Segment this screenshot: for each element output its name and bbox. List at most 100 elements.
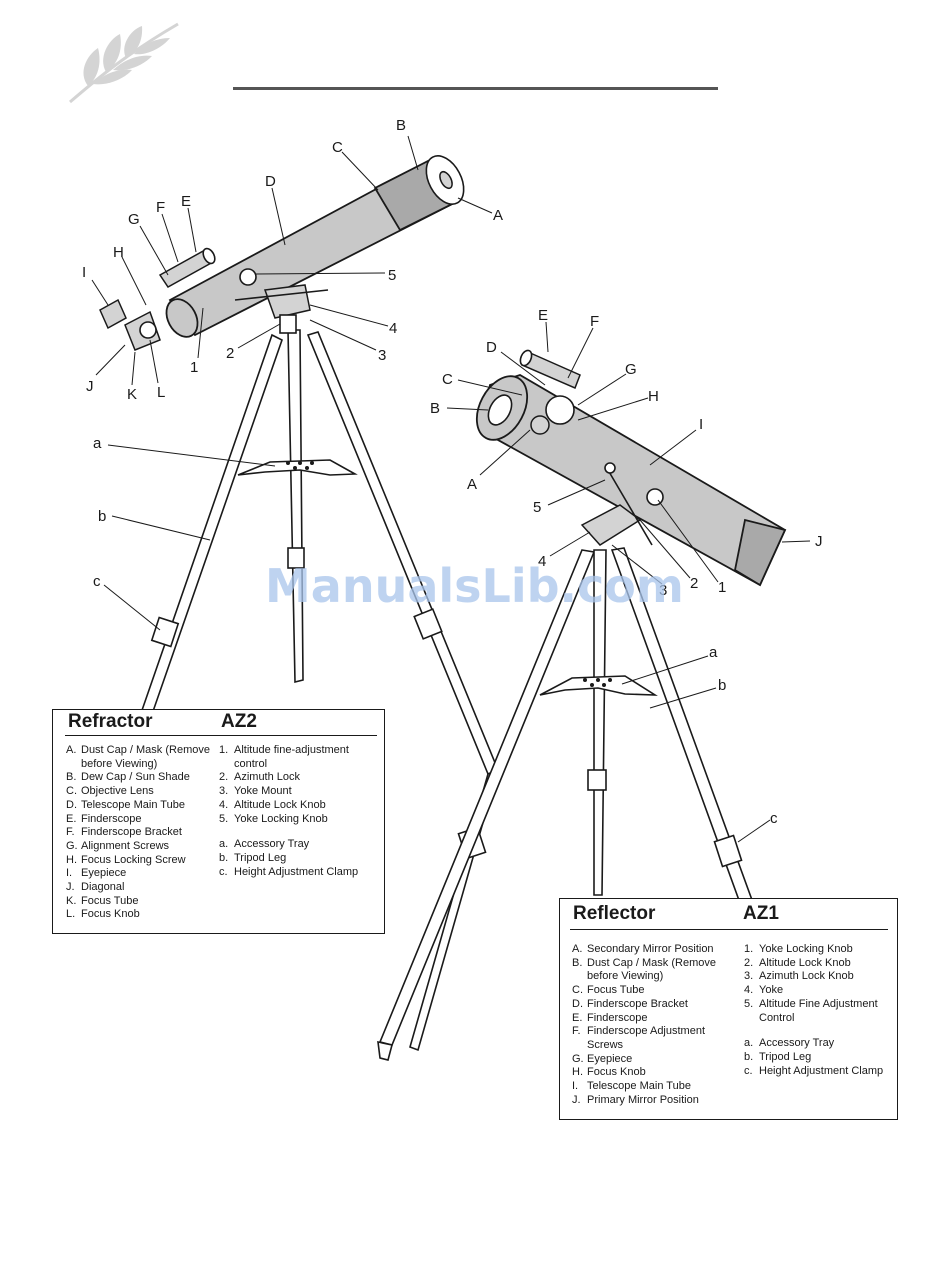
legend-key: J. xyxy=(66,881,75,894)
callout-reflector-H: H xyxy=(648,388,659,405)
legend-key: I. xyxy=(572,1080,579,1093)
legend-text: Focus Tube xyxy=(587,984,645,997)
callout-reflector-A: A xyxy=(467,476,477,493)
legend-key: F. xyxy=(572,1025,581,1038)
reflector-telescope xyxy=(475,349,787,587)
reflector-model: AZ1 xyxy=(743,903,779,924)
refractor-parts-item: J. Diagonal xyxy=(66,881,216,895)
legend-text: Altitude fine-adjustment control xyxy=(234,744,349,770)
reflector-parts-item: E.Finderscope xyxy=(572,1012,740,1026)
refractor-telescope xyxy=(99,155,465,351)
legend-key: G. xyxy=(66,839,78,852)
legend-text: Telescope Main Tube xyxy=(81,798,185,811)
legend-key: D. xyxy=(66,798,77,811)
refractor-model: AZ2 xyxy=(221,711,257,732)
refractor-mount-item: 4.Altitude Lock Knob xyxy=(219,799,374,813)
refractor-parts-item: E.Finderscope xyxy=(66,813,216,827)
refractor-title: Refractor xyxy=(68,711,153,732)
callout-reflector-b: b xyxy=(718,677,726,694)
reflector-tripod xyxy=(377,547,754,1061)
callout-refractor-B: B xyxy=(396,117,406,134)
legend-text: Alignment Screws xyxy=(81,839,170,852)
legend-key: 1. xyxy=(219,744,229,756)
legend-key: 5. xyxy=(744,997,754,1010)
callout-reflector-D: D xyxy=(486,339,497,356)
legend-key: c. xyxy=(219,865,228,878)
reflector-eyepiece xyxy=(545,395,575,425)
legend-key: 2. xyxy=(744,956,754,969)
legend-key: 3. xyxy=(219,785,229,798)
refractor-parts-item: I.Eyepiece xyxy=(66,867,216,881)
legend-text: Primary Mirror Position xyxy=(587,1093,699,1106)
legend-text: Eyepiece xyxy=(81,867,127,880)
legend-text: Yoke xyxy=(759,984,784,997)
legend-key: a. xyxy=(744,1037,754,1050)
callout-reflector-5: 5 xyxy=(533,499,541,516)
callout-refractor-1: 1 xyxy=(190,359,198,376)
refractor-mount-item: 2.Azimuth Lock xyxy=(219,771,374,785)
refractor-mount-item: 1. Altitude fine-adjustment control xyxy=(219,744,374,771)
leaf-branch-icon xyxy=(69,22,179,104)
legend-text: Yoke Locking Knob xyxy=(234,812,328,825)
legend-key: b. xyxy=(744,1050,754,1063)
legend-key: H. xyxy=(66,853,77,866)
refractor-leg-center xyxy=(287,329,304,684)
legend-key: E. xyxy=(572,1011,583,1024)
refractor-callouts: A B C D E F G H I J K L 1 2 3 4 5 a b c xyxy=(82,117,503,590)
legend-key: H. xyxy=(572,1066,583,1079)
legend-key: F. xyxy=(66,826,75,839)
refractor-parts-item: K.Focus Tube xyxy=(66,895,216,909)
legend-key: D. xyxy=(572,997,583,1010)
legend-text: Height Adjustment Clamp xyxy=(759,1064,884,1077)
callout-reflector-B: B xyxy=(430,400,440,417)
refractor-leaders xyxy=(91,135,493,631)
header-rule xyxy=(233,87,718,90)
legend-key: 4. xyxy=(744,984,754,997)
refractor-parts-item: F.Finderscope Bracket xyxy=(66,826,216,840)
refractor-yoke xyxy=(263,284,311,319)
callout-refractor-L: L xyxy=(157,384,165,401)
reflector-leaders xyxy=(446,321,811,843)
legend-key: b. xyxy=(219,851,229,864)
callout-refractor-I: I xyxy=(82,264,86,281)
legend-text: Height Adjustment Clamp xyxy=(234,865,359,878)
legend-key: K. xyxy=(66,894,77,907)
callout-refractor-E: E xyxy=(181,193,191,210)
reflector-tripod-item: a. Accessory Tray xyxy=(744,1037,892,1051)
legend-text: Finderscope xyxy=(81,812,142,825)
reflector-legend: Reflector AZ1 A.Secondary Mirror Positio… xyxy=(559,898,898,1120)
legend-key: L. xyxy=(66,908,76,921)
legend-key: a. xyxy=(219,838,229,851)
legend-text: Azimuth Lock Knob xyxy=(759,970,854,983)
refractor-tripod-item: a.Accessory Tray xyxy=(219,838,374,852)
refractor-tripod-item: b.Tripod Leg xyxy=(219,852,374,866)
callout-refractor-C: C xyxy=(332,139,343,156)
reflector-mount-item: 1.Yoke Locking Knob xyxy=(744,943,892,957)
callout-refractor-J: J xyxy=(86,378,94,395)
refractor-parts-item: B.Dew Cap / Sun Shade xyxy=(66,771,216,785)
refractor-mount-item: 3.Yoke Mount xyxy=(219,785,374,799)
reflector-callouts: A B C D E F G H I J 1 2 3 4 5 a b c xyxy=(430,307,823,827)
legend-key: A. xyxy=(66,744,77,756)
callout-refractor-2: 2 xyxy=(226,345,234,362)
legend-text: Focus Knob xyxy=(587,1066,646,1079)
legend-text: Diagonal xyxy=(81,881,125,894)
reflector-parts-item: I.Telescope Main Tube xyxy=(572,1080,740,1094)
refractor-parts-item: L.Focus Knob xyxy=(66,908,216,922)
callout-refractor-5: 5 xyxy=(388,267,396,284)
legend-text: Objective Lens xyxy=(81,785,154,798)
callout-reflector-C: C xyxy=(442,371,453,388)
reflector-primary-mirror xyxy=(733,518,787,587)
reflector-focus-knob xyxy=(530,415,550,435)
refractor-tripod-item: c. Height Adjustment Clamp xyxy=(219,866,374,880)
legend-key: C. xyxy=(66,785,77,798)
legend-key: B. xyxy=(66,771,77,784)
legend-key: 5. xyxy=(219,812,229,825)
legend-text: Accessory Tray xyxy=(759,1037,835,1050)
legend-text: Azimuth Lock xyxy=(234,771,301,784)
callout-reflector-3: 3 xyxy=(659,582,667,599)
legend-key: G. xyxy=(572,1052,584,1065)
